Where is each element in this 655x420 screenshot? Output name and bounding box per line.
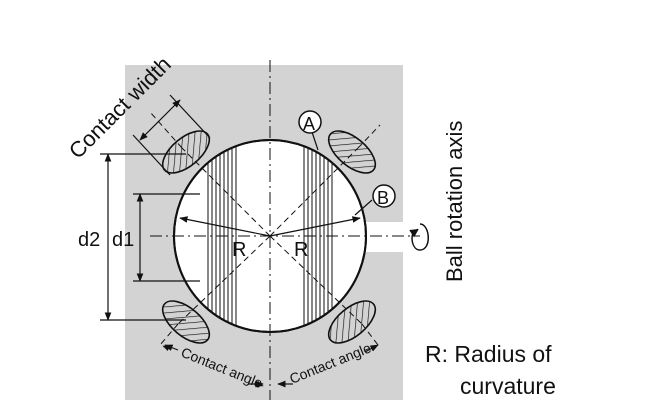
radius-arrow-left <box>179 216 271 237</box>
marker-b-label: B <box>377 188 389 208</box>
radius-label-right: R <box>294 239 308 261</box>
axis-channel <box>360 222 405 252</box>
marker-b-circle <box>372 184 396 208</box>
d1-label: d1 <box>112 229 134 251</box>
d1-dimension <box>133 193 200 282</box>
ball-hatch-right <box>303 140 333 332</box>
radius-arrow-right <box>269 216 361 237</box>
d2-label: d2 <box>78 229 100 251</box>
ball-hatch-left <box>207 140 237 332</box>
contact-ellipse-bottom-left <box>161 300 211 344</box>
contact-ellipse-top-left <box>161 130 211 174</box>
marker-a-circle <box>298 110 322 134</box>
ball-rotation-axis-label: Ball rotation axis <box>442 121 467 282</box>
legend-line-1: R: Radius of <box>425 341 552 367</box>
d2-dimension <box>100 153 186 321</box>
contact-ellipse-top-right <box>327 130 377 174</box>
marker-a-label: A <box>303 114 315 134</box>
radius-label-left: R <box>232 239 246 261</box>
contact-ellipse-bottom-right <box>327 300 377 344</box>
rotation-arrow-icon <box>409 223 429 251</box>
contact-width-dimension <box>132 94 211 176</box>
legend-line-2: curvature <box>460 373 556 399</box>
